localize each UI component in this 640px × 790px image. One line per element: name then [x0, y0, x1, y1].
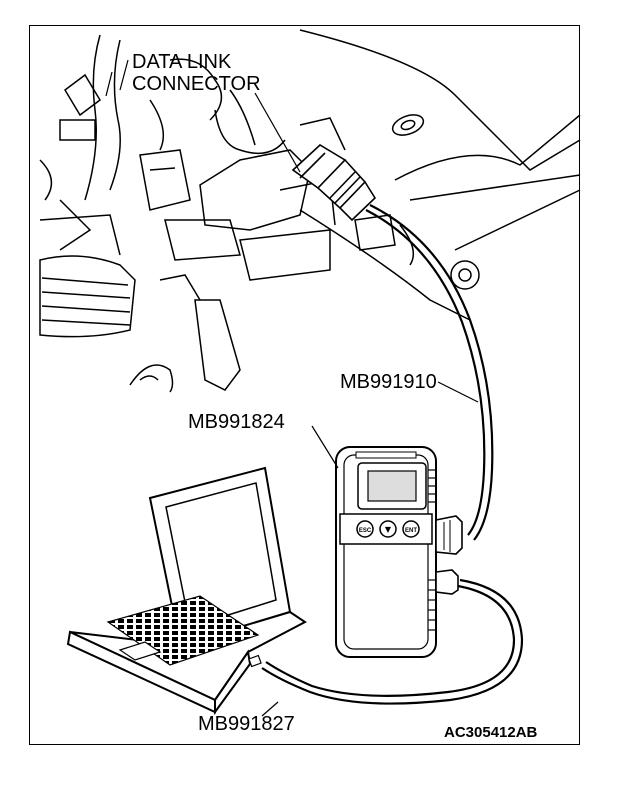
leader-lines: [105, 59, 479, 717]
figure-frame: [29, 25, 580, 745]
cables: [261, 204, 524, 705]
esc-button-label: ESC: [359, 528, 372, 534]
data-link-connector-label-line1: DATA LINK: [132, 51, 232, 73]
laptop-computer: [66, 466, 307, 716]
data-link-connector-plug: [291, 144, 377, 222]
figure-code: AC305412AB: [444, 724, 538, 741]
down-arrow-icon: ▼: [385, 525, 392, 534]
tester-mb991824: [335, 446, 463, 658]
engine-bay-illustration: [39, 29, 581, 393]
ent-button-label: ENT: [405, 528, 417, 534]
down-arrow-button: [379, 520, 397, 538]
esc-button: [356, 520, 374, 538]
cable-mb991827-label: MB991827: [198, 713, 295, 735]
cable-mb991910-label: MB991910: [340, 371, 437, 393]
data-link-connector-label-line2: CONNECTOR: [132, 73, 261, 95]
ent-button: [402, 520, 420, 538]
tester-mb991824-label: MB991824: [188, 411, 285, 433]
